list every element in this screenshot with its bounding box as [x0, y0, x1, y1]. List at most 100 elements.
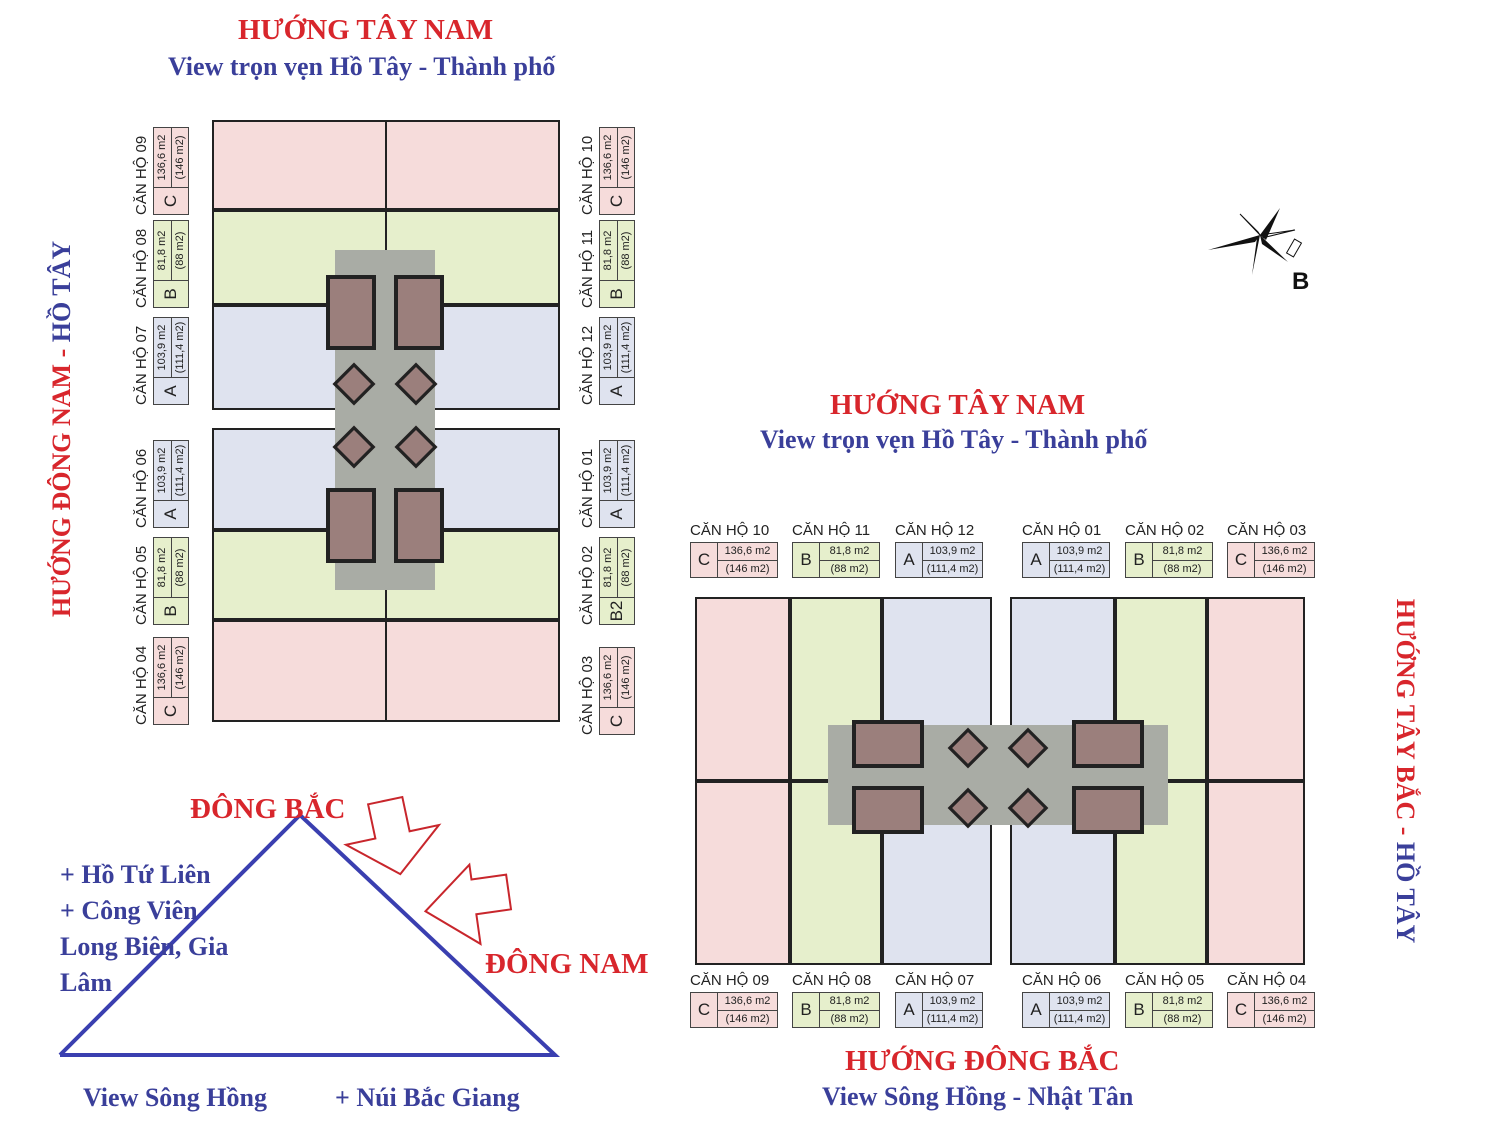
unit-net-area: 136,6 m2 — [1255, 543, 1314, 561]
unit-type: A — [896, 993, 923, 1027]
unit-label: CĂN HỘ 05 B 81,8 m2(88 m2) — [1125, 970, 1225, 1032]
unit-name: CĂN HỘ 04 — [1227, 972, 1307, 989]
unit-area-box: B 81,8 m2(88 m2) — [792, 992, 880, 1028]
unit-name: CĂN HỘ 10 — [690, 522, 770, 539]
apartment-block — [212, 620, 387, 722]
unit-label: CĂN HỘ 03 C 136,6 m2(146 m2) — [577, 635, 639, 735]
unit-type: B — [154, 597, 188, 624]
right-view-heading: View trọn vẹn Hồ Tây - Thành phố — [760, 425, 1148, 454]
unit-net-area: 103,9 m2 — [600, 318, 618, 377]
dong-nam-label: ĐÔNG NAM — [485, 948, 649, 980]
unit-net-area: 103,9 m2 — [923, 543, 982, 561]
unit-area-box: A 103,9 m2(111,4 m2) — [153, 317, 189, 405]
note-line-3: Long Biên, Gia — [60, 932, 229, 961]
unit-type: C — [691, 543, 718, 577]
unit-label: CĂN HỘ 09 C 136,6 m2(146 m2) — [131, 115, 193, 215]
unit-net-area: 81,8 m2 — [820, 543, 879, 561]
unit-name: CĂN HỘ 09 — [133, 135, 150, 215]
apartment-block — [212, 120, 387, 210]
compass-icon — [1208, 208, 1303, 275]
unit-label: CĂN HỘ 10 C 136,6 m2(146 m2) — [577, 115, 639, 215]
unit-gross-area: (111,4 m2) — [620, 444, 632, 497]
unit-net-area: 136,6 m2 — [600, 128, 618, 187]
top-direction-heading: HƯỚNG TÂY NAM — [238, 14, 494, 46]
unit-area-box: C 136,6 m2(146 m2) — [690, 992, 778, 1028]
unit-net-area: 103,9 m2 — [1050, 543, 1109, 561]
unit-gross-area: (111,4 m2) — [1053, 1013, 1106, 1025]
unit-label: CĂN HỘ 11 B 81,8 m2(88 m2) — [792, 520, 892, 582]
unit-label: CĂN HỘ 07 A 103,9 m2(111,4 m2) — [131, 305, 193, 405]
unit-name: CĂN HỘ 07 — [895, 972, 975, 989]
unit-net-area: 81,8 m2 — [1153, 993, 1212, 1011]
unit-label: CĂN HỘ 11 B 81,8 m2(88 m2) — [577, 208, 639, 308]
unit-label: CĂN HỘ 09 C 136,6 m2(146 m2) — [690, 970, 790, 1032]
unit-label: CĂN HỘ 06 A 103,9 m2(111,4 m2) — [131, 428, 193, 528]
unit-name: CĂN HỘ 12 — [895, 522, 975, 539]
unit-net-area: 81,8 m2 — [600, 538, 618, 597]
unit-gross-area: (111,4 m2) — [620, 321, 632, 374]
unit-gross-area: (111,4 m2) — [174, 321, 186, 374]
unit-type: B — [154, 280, 188, 307]
right-vertical-direction: HƯỚNG TÂY BẮC — [1391, 598, 1420, 821]
unit-type: B — [1126, 543, 1153, 577]
unit-net-area: 136,6 m2 — [1255, 993, 1314, 1011]
unit-type: A — [1023, 543, 1050, 577]
unit-name: CĂN HỘ 08 — [133, 228, 150, 308]
unit-area-box: B 81,8 m2(88 m2) — [153, 537, 189, 625]
unit-gross-area: (146 m2) — [174, 645, 186, 690]
unit-area-box: C 136,6 m2 (146 m2) — [690, 542, 778, 578]
stair-elevator-shaft — [326, 275, 376, 350]
unit-label: CĂN HỘ 06 A 103,9 m2(111,4 m2) — [1022, 970, 1122, 1032]
unit-area-box: B 81,8 m2(88 m2) — [153, 220, 189, 308]
note-line-2: + Công Viên — [60, 896, 198, 925]
unit-label: CĂN HỘ 10 C 136,6 m2 (146 m2) — [690, 520, 790, 582]
unit-type: A — [154, 377, 188, 404]
unit-gross-area: (146 m2) — [174, 135, 186, 180]
unit-area-box: A 103,9 m2(111,4 m2) — [895, 542, 983, 578]
unit-label: CĂN HỘ 05 B 81,8 m2(88 m2) — [131, 525, 193, 625]
arrow-dong-bac-icon — [343, 795, 442, 876]
unit-label: CĂN HỘ 04 C 136,6 m2(146 m2) — [1227, 970, 1327, 1032]
unit-type: C — [154, 697, 188, 724]
unit-gross-area: (88 m2) — [830, 1013, 869, 1025]
unit-label: CĂN HỘ 01 A 103,9 m2(111,4 m2) — [1022, 520, 1122, 582]
unit-area-box: A 103,9 m2(111,4 m2) — [1022, 542, 1110, 578]
unit-name: CĂN HỘ 03 — [579, 655, 596, 735]
bottom-view-heading: View Sông Hồng - Nhật Tân — [822, 1082, 1134, 1111]
right-vertical-view: HỒ TÂY — [1391, 841, 1420, 944]
unit-name: CĂN HỘ 07 — [133, 325, 150, 405]
unit-label: CĂN HỘ 12 A 103,9 m2(111,4 m2) — [895, 520, 995, 582]
unit-type: B — [1126, 993, 1153, 1027]
unit-net-area: 81,8 m2 — [154, 221, 172, 280]
stair-elevator-shaft — [852, 786, 924, 834]
unit-label: CĂN HỘ 08 B 81,8 m2(88 m2) — [131, 208, 193, 308]
unit-gross-area: (146 m2) — [620, 135, 632, 180]
stair-elevator-shaft — [394, 488, 444, 563]
unit-name: CĂN HỘ 01 — [1022, 522, 1102, 539]
unit-label: CĂN HỘ 03 C 136,6 m2(146 m2) — [1227, 520, 1327, 582]
stair-elevator-shaft — [326, 488, 376, 563]
unit-net-area: 136,6 m2 — [718, 543, 777, 561]
unit-label: CĂN HỘ 02 B2 81,8 m2(88 m2) — [577, 525, 639, 625]
view-song-hong-label: View Sông Hồng — [83, 1083, 267, 1112]
unit-label: CĂN HỘ 12 A 103,9 m2(111,4 m2) — [577, 305, 639, 405]
stair-elevator-shaft — [1072, 786, 1144, 834]
left-vertical-view: HỒ TÂY — [47, 240, 76, 343]
unit-name: CĂN HỘ 06 — [133, 448, 150, 528]
unit-name: CĂN HỘ 02 — [1125, 522, 1205, 539]
unit-net-area: 136,6 m2 — [718, 993, 777, 1011]
unit-name: CĂN HỘ 04 — [133, 645, 150, 725]
unit-net-area: 103,9 m2 — [154, 441, 172, 500]
unit-net-area: 136,6 m2 — [154, 128, 172, 187]
unit-label: CĂN HỘ 01 A 103,9 m2(111,4 m2) — [577, 428, 639, 528]
unit-net-area: 103,9 m2 — [923, 993, 982, 1011]
unit-gross-area: (111,4 m2) — [926, 1013, 979, 1025]
arrow-dong-nam-icon — [423, 862, 513, 946]
left-vertical-heading: HƯỚNG ĐÔNG NAM - HỒ TÂY — [47, 219, 77, 639]
unit-type: B — [793, 993, 820, 1027]
unit-gross-area: (146 m2) — [725, 563, 770, 575]
unit-gross-area: (146 m2) — [620, 655, 632, 700]
unit-area-box: B 81,8 m2(88 m2) — [792, 542, 880, 578]
unit-name: CĂN HỘ 01 — [579, 448, 596, 528]
